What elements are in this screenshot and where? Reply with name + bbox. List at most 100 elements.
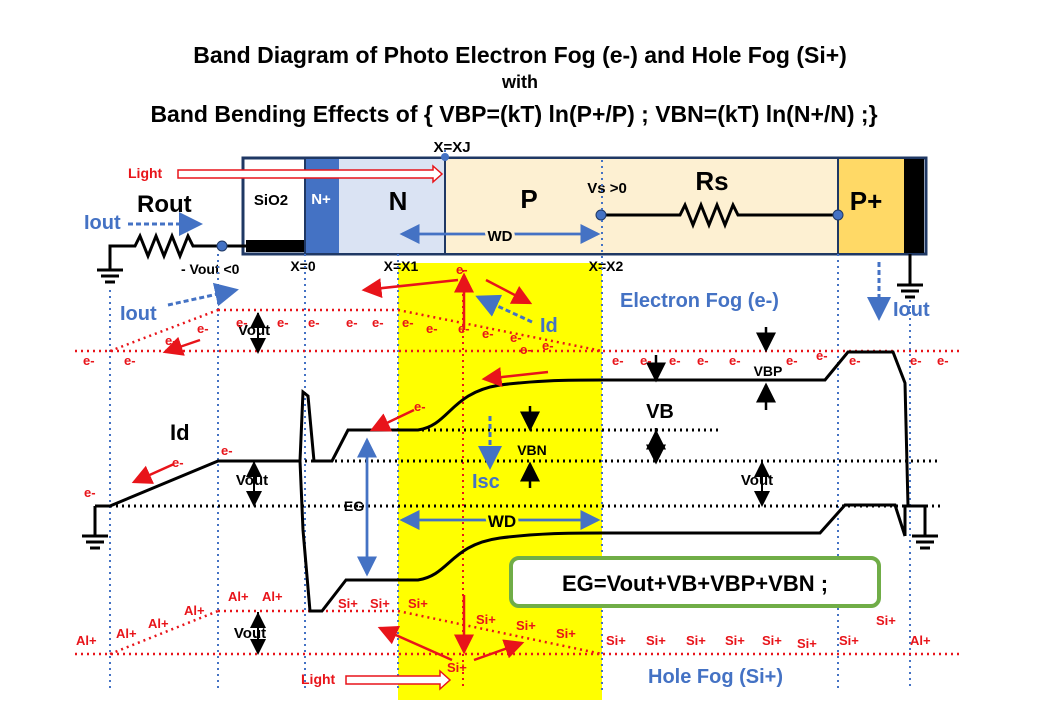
e-marker: e- <box>786 353 798 368</box>
depletion-region <box>398 263 602 700</box>
e-marker: e- <box>426 321 438 336</box>
conduction-band <box>95 350 910 508</box>
e-marker: e- <box>729 353 741 368</box>
e-marker: e- <box>84 485 96 500</box>
hole-markers: Al+ Al+ Al+ Al+ Al+ Al+ Al+ Si+ Si+ Si+ … <box>76 589 931 675</box>
e-marker: e- <box>414 399 426 414</box>
vbn-label: VBN <box>517 442 547 458</box>
rout-resistor <box>108 231 246 270</box>
hole-fog-lines <box>75 609 960 656</box>
e-marker: e- <box>849 353 861 368</box>
x2-label: X=X2 <box>589 258 624 274</box>
ground-symbol-band-right <box>912 534 938 550</box>
light-arrow-bottom <box>345 669 452 691</box>
e-marker: e- <box>937 353 949 368</box>
e-marker: e- <box>308 315 320 330</box>
x0-label: X=0 <box>290 258 316 274</box>
carrier-arrows <box>131 272 549 662</box>
vout-neg-label: - Vout <0 <box>181 261 240 277</box>
sio2-label: SiO2 <box>254 192 288 209</box>
iout-label-band: Iout <box>120 303 157 325</box>
al-marker: Al+ <box>262 589 283 604</box>
al-marker: Al+ <box>76 633 97 648</box>
e-marker: e- <box>372 315 384 330</box>
e-marker: e- <box>83 353 95 368</box>
iout-label-right: Iout <box>893 299 930 321</box>
si-marker: Si+ <box>370 596 390 611</box>
si-marker: Si+ <box>797 636 817 651</box>
id-label-center: Id <box>540 315 558 337</box>
e-marker: e- <box>697 353 709 368</box>
rout-label: Rout <box>137 191 192 218</box>
ground-symbol-right <box>897 283 923 299</box>
e-marker: e- <box>612 353 624 368</box>
vout-node <box>216 240 228 252</box>
title-line3: Band Bending Effects of { VBP=(kT) ln(P+… <box>150 101 877 127</box>
id-label-left: Id <box>170 420 190 445</box>
si-marker: Si+ <box>646 633 666 648</box>
e-marker: e- <box>669 353 681 368</box>
si-marker: Si+ <box>876 613 896 628</box>
gate-contact <box>246 240 304 252</box>
vout-label-2: Vout <box>236 472 268 489</box>
si-marker: Si+ <box>839 633 859 648</box>
hole-fog-label: Hole Fog (Si+) <box>648 666 783 688</box>
si-marker: Si+ <box>447 660 467 675</box>
al-marker: Al+ <box>148 616 169 631</box>
title-line2: with <box>501 72 538 92</box>
region-guides <box>109 150 911 690</box>
light-arrow-top <box>177 164 444 184</box>
xj-label: X=XJ <box>433 139 470 156</box>
valence-band <box>93 460 907 613</box>
e-marker: e- <box>165 333 177 348</box>
al-marker: Al+ <box>910 633 931 648</box>
iout-label-left: Iout <box>84 212 121 234</box>
vout-label-3: Vout <box>741 472 773 489</box>
al-marker: Al+ <box>228 589 249 604</box>
vbp-label: VBP <box>754 363 783 379</box>
si-marker: Si+ <box>606 633 626 648</box>
rs-label: Rs <box>695 166 728 196</box>
nplus-label: N+ <box>311 191 331 208</box>
light-label-bottom: Light <box>301 671 336 687</box>
equation-box <box>509 556 881 608</box>
si-marker: Si+ <box>338 596 358 611</box>
si-marker: Si+ <box>408 596 428 611</box>
p-label: P <box>520 184 537 214</box>
si-marker: Si+ <box>686 633 706 648</box>
e-marker: e- <box>640 353 652 368</box>
vout-label-4: Vout <box>234 625 266 642</box>
e-marker: e- <box>346 315 358 330</box>
e-marker: e- <box>458 321 470 336</box>
ground-symbol-left <box>97 268 123 284</box>
e-marker: e- <box>197 321 209 336</box>
e-marker: e- <box>456 262 468 277</box>
light-label-top: Light <box>128 165 163 181</box>
e-marker: e- <box>221 443 233 458</box>
e-marker: e- <box>510 330 522 345</box>
isc-label: Isc <box>472 471 500 493</box>
si-marker: Si+ <box>556 626 576 641</box>
electron-markers: e- e- e- e- e- e- e- e- e- e- e- e- e- e… <box>83 262 949 500</box>
si-marker: Si+ <box>762 633 782 648</box>
e-marker: e- <box>910 353 922 368</box>
e-marker: e- <box>520 342 532 357</box>
x1-label: X=X1 <box>384 258 419 274</box>
wd-label-band: WD <box>488 512 516 531</box>
e-marker: e- <box>172 455 184 470</box>
pplus-label: P+ <box>850 186 883 216</box>
si-marker: Si+ <box>476 612 496 627</box>
electron-fog-lines <box>75 308 960 353</box>
equation-text: EG=Vout+VB+VBP+VBN ; <box>562 571 828 596</box>
back-contact <box>904 159 924 253</box>
electron-fog-label: Electron Fog (e-) <box>620 290 779 312</box>
p-region <box>445 159 838 253</box>
si-marker: Si+ <box>725 633 745 648</box>
si-marker: Si+ <box>516 618 536 633</box>
e-marker: e- <box>124 353 136 368</box>
eg-label: EG <box>344 498 364 514</box>
wd-label-device: WD <box>488 228 513 245</box>
e-marker: e- <box>542 338 554 353</box>
al-marker: Al+ <box>184 603 205 618</box>
n-label: N <box>389 186 408 216</box>
